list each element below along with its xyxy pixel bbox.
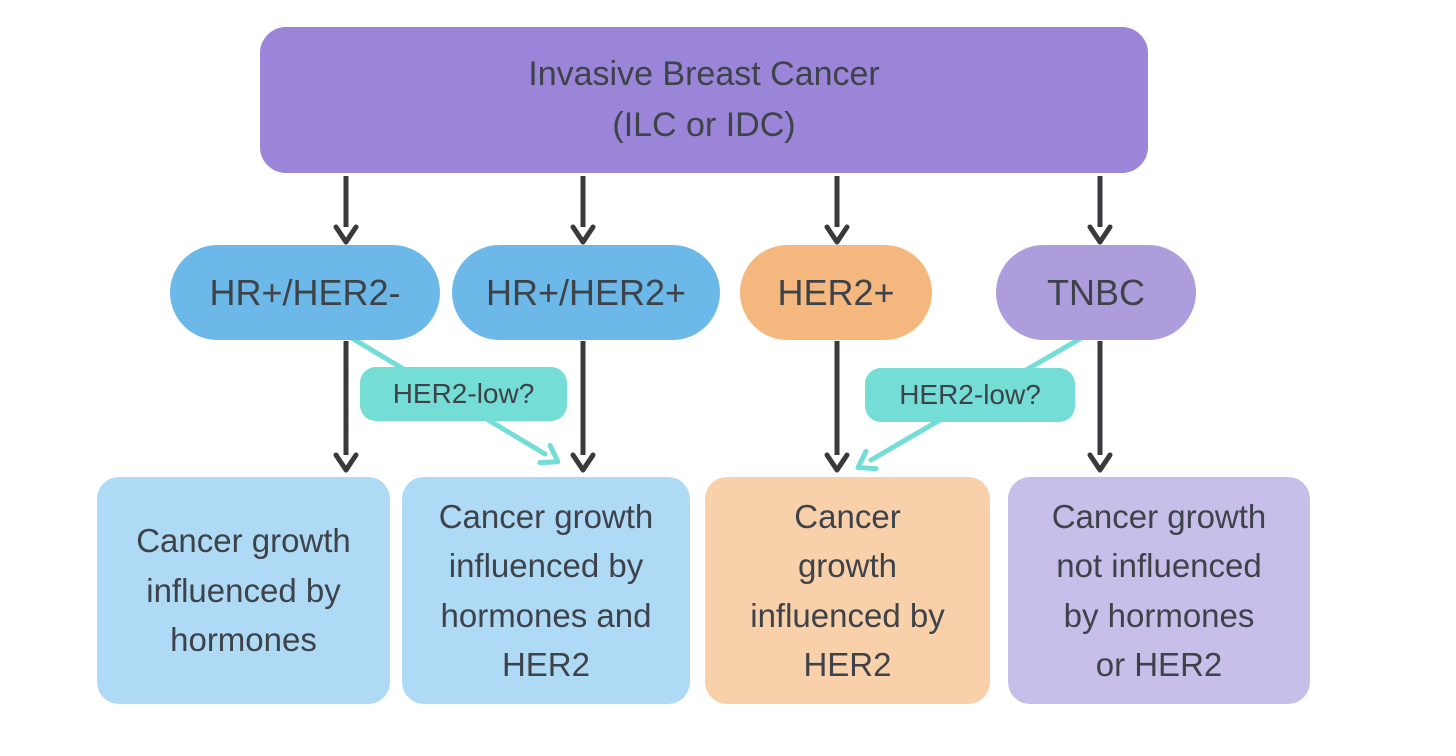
- node-hr-plus-her2-plus: HR+/HER2+: [452, 245, 720, 340]
- node-tnbc: TNBC: [996, 245, 1196, 340]
- badge-her2-low-left: HER2-low?: [360, 367, 567, 421]
- node-outcome-her2: Cancer growth influenced by HER2: [705, 477, 990, 704]
- node-outcome-hormones-and-her2: Cancer growth influenced by hormones and…: [402, 477, 690, 704]
- node-her2-plus: HER2+: [740, 245, 932, 340]
- node-hr-plus-her2-minus: HR+/HER2-: [170, 245, 440, 340]
- node-invasive-breast-cancer: Invasive Breast Cancer (ILC or IDC): [260, 27, 1148, 173]
- node-outcome-neither: Cancer growth not influenced by hormones…: [1008, 477, 1310, 704]
- node-outcome-hormones: Cancer growth influenced by hormones: [97, 477, 390, 704]
- badge-her2-low-right: HER2-low?: [865, 368, 1075, 422]
